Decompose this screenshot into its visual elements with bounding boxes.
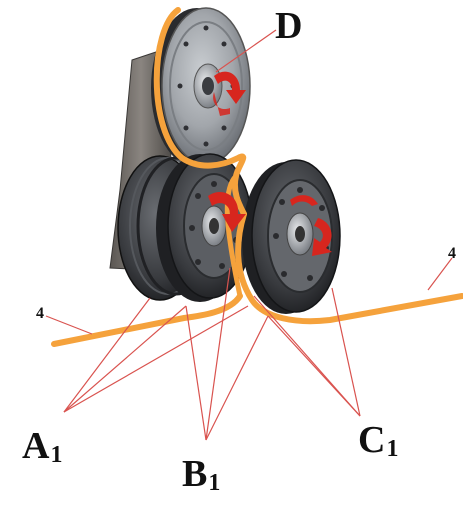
leader-d bbox=[215, 29, 277, 73]
leader-c-3 bbox=[253, 295, 361, 417]
label-b-main: B bbox=[182, 453, 207, 495]
arrow-roller-b bbox=[208, 192, 246, 232]
label-c-main: C bbox=[358, 419, 385, 461]
belt-top-wrap bbox=[153, 7, 247, 217]
leader-a-3 bbox=[63, 305, 249, 413]
arrow-roller-c bbox=[312, 218, 332, 256]
rotation-arrows bbox=[208, 71, 332, 256]
label-4-right: 4 bbox=[448, 245, 456, 262]
leader-4-right bbox=[427, 257, 453, 291]
leader-a-1 bbox=[63, 297, 151, 413]
leader-b-1 bbox=[185, 305, 207, 441]
label-4-left: 4 bbox=[36, 305, 44, 322]
leader-a-2 bbox=[63, 305, 187, 413]
label-b-sub: 1 bbox=[208, 470, 220, 496]
label-a-main: A bbox=[22, 425, 50, 467]
label-a: A1 bbox=[22, 425, 62, 468]
label-c-sub: 1 bbox=[386, 436, 398, 462]
label-a-sub: 1 bbox=[50, 442, 62, 468]
arrow-roller-d bbox=[214, 71, 246, 104]
arrow-roller-d-tail bbox=[213, 92, 230, 116]
label-d: D bbox=[275, 5, 302, 47]
leader-b-3 bbox=[205, 315, 269, 441]
leader-lines bbox=[45, 29, 453, 441]
belt-left-exit bbox=[51, 293, 243, 347]
roller-d bbox=[151, 7, 251, 168]
label-b: B1 bbox=[182, 453, 220, 496]
label-c: C1 bbox=[358, 419, 398, 462]
leader-b-2 bbox=[205, 267, 231, 441]
leader-4-left bbox=[45, 315, 93, 335]
leader-c-2 bbox=[331, 287, 361, 417]
arrow-roller-c-top bbox=[290, 195, 318, 206]
belt-right-entry bbox=[235, 211, 463, 325]
